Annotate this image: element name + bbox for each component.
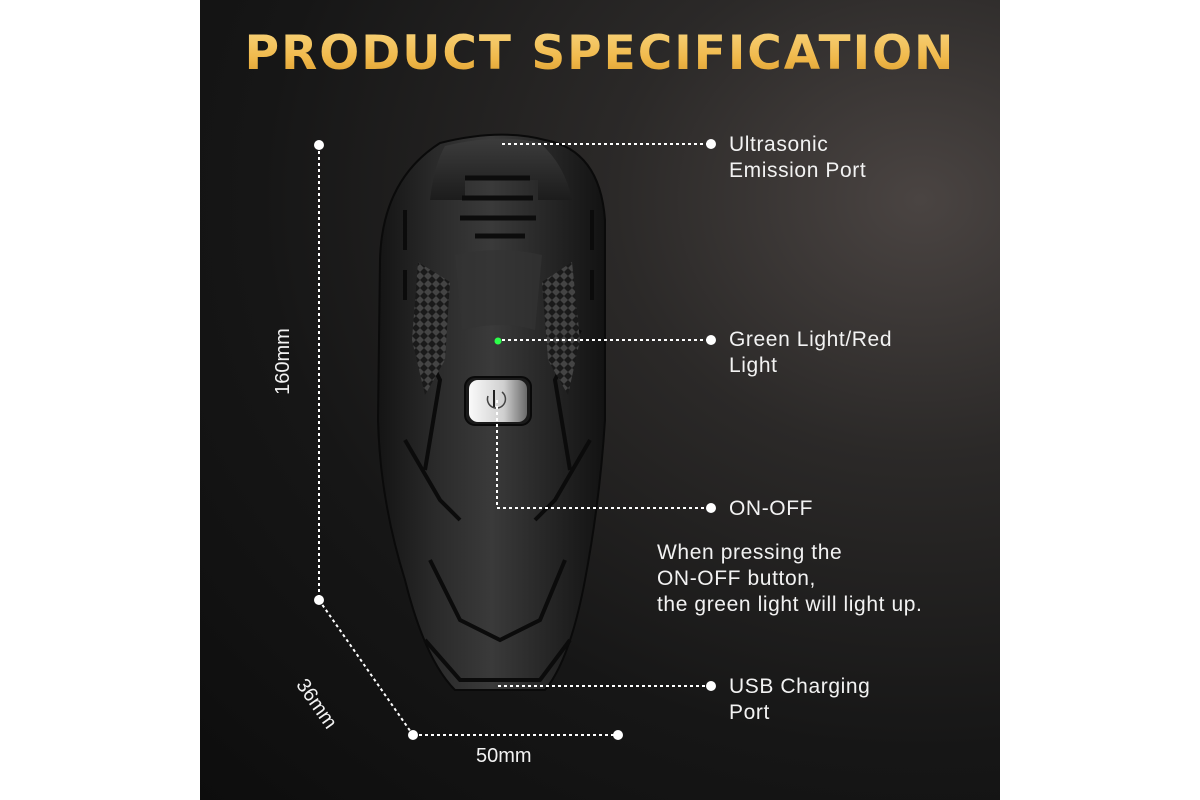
product-illustration xyxy=(314,133,716,740)
indicator-light xyxy=(494,337,502,345)
dimension-lines xyxy=(318,145,618,736)
callout-usb: USB Charging Port xyxy=(729,674,870,726)
device-body xyxy=(376,133,606,691)
callout-switch-line1: ON-OFF xyxy=(729,497,814,520)
dimension-width-label: 50mm xyxy=(476,745,532,767)
callout-lines xyxy=(496,143,708,687)
page-title: PRODUCT SPECIFICATION xyxy=(200,26,1000,81)
callout-usb-line2: Port xyxy=(729,701,770,724)
callout-note-line3: the green light will light up. xyxy=(657,593,923,616)
product-spec-panel: PRODUCT SPECIFICATION xyxy=(200,0,1000,800)
dimension-height-label: 160mm xyxy=(271,328,294,395)
callout-note-line1: When pressing the xyxy=(657,541,843,564)
dimension-endpoints xyxy=(314,140,623,740)
callout-light-line2: Light xyxy=(729,354,778,377)
callout-ultrasonic: Ultrasonic Emission Port xyxy=(729,132,866,184)
callout-ultrasonic-line1: Ultrasonic xyxy=(729,133,829,156)
callout-light-line1: Green Light/Red xyxy=(729,328,893,351)
callout-ultrasonic-line2: Emission Port xyxy=(729,159,867,182)
callout-note: When pressing the ON-OFF button, the gre… xyxy=(657,540,922,618)
callout-endpoints xyxy=(706,139,716,691)
callout-light: Green Light/Red Light xyxy=(729,327,892,379)
callout-switch: ON-OFF xyxy=(729,496,813,522)
callout-usb-line1: USB Charging xyxy=(729,675,871,698)
callout-note-line2: ON-OFF button, xyxy=(657,567,816,590)
ultrasonic-vents xyxy=(460,175,536,239)
